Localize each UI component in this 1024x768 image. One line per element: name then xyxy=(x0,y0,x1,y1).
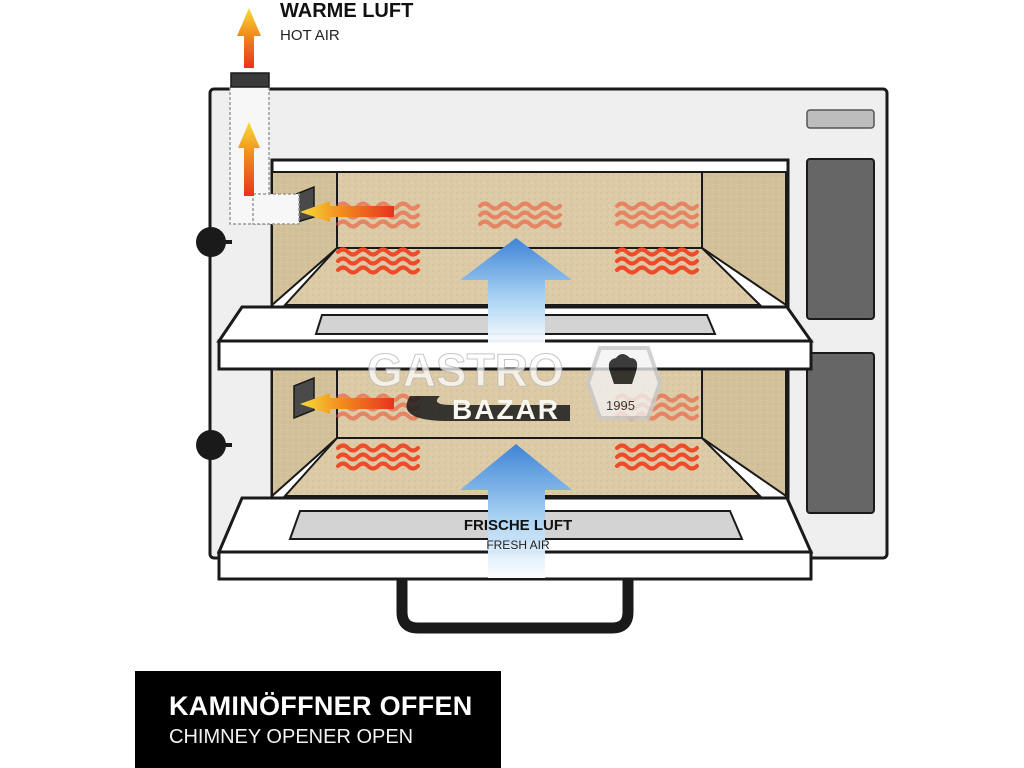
heat-wave-line xyxy=(615,201,699,211)
heat-wave-line xyxy=(615,219,699,229)
lower-side-vent xyxy=(293,376,315,420)
heat-wave-line xyxy=(336,265,420,275)
hot-air-arrow-chimney-mid xyxy=(238,122,260,196)
heat-wave-line xyxy=(615,461,699,471)
heat-wave-line xyxy=(615,452,699,462)
heat-wave-line xyxy=(336,247,420,257)
control-panel-lower xyxy=(806,352,875,514)
heat-wave-line xyxy=(336,256,420,266)
hot-air-subtitle: HOT AIR xyxy=(280,27,340,44)
fresh-air-arrow-lower xyxy=(460,444,572,578)
hot-air-arrow-lower-vent xyxy=(300,393,394,414)
watermark-line2: BAZAR xyxy=(452,394,560,425)
heat-wave-line xyxy=(478,201,562,211)
fresh-air-arrow-upper xyxy=(460,238,572,346)
heat-wave-line xyxy=(478,210,562,220)
watermark-line1: GASTRO xyxy=(367,344,564,396)
heat-wave-line xyxy=(336,219,420,229)
watermark-year: 1995 xyxy=(606,398,635,413)
heat-wave-line xyxy=(478,219,562,229)
heat-wave-line xyxy=(615,210,699,220)
caption-title: KAMINÖFFNER OFFEN xyxy=(169,691,473,721)
fresh-air-title: FRISCHE LUFT xyxy=(464,517,572,534)
lower-chamber xyxy=(270,352,790,500)
heat-wave-line xyxy=(336,411,420,421)
caption-box: KAMINÖFFNER OFFEN CHIMNEY OPENER OPEN xyxy=(135,671,501,768)
heat-wave-line xyxy=(615,256,699,266)
watermark-logo: GASTRO BAZAR 1995 xyxy=(367,344,663,425)
heat-wave-line xyxy=(615,265,699,275)
heat-wave-line xyxy=(336,461,420,471)
hot-air-title: WARME LUFT xyxy=(280,0,413,22)
hot-air-arrow-upper-vent xyxy=(300,201,394,222)
chimney-cap xyxy=(230,72,270,88)
chimney xyxy=(229,72,300,225)
fresh-air-subtitle: FRESH AIR xyxy=(486,538,550,552)
door-knob-upper xyxy=(196,227,232,257)
control-panel-upper xyxy=(806,158,875,320)
heat-wave-line xyxy=(615,443,699,453)
control-panel-slot xyxy=(806,109,875,129)
door-knob-lower xyxy=(196,430,232,460)
caption-subtitle: CHIMNEY OPENER OPEN xyxy=(169,726,414,748)
heat-wave-line xyxy=(336,452,420,462)
chef-hat-icon xyxy=(608,354,638,384)
hot-air-arrow-chimney-top xyxy=(237,8,261,68)
heat-wave-line xyxy=(336,443,420,453)
oven-handle xyxy=(396,579,634,634)
heat-wave-line xyxy=(615,247,699,257)
